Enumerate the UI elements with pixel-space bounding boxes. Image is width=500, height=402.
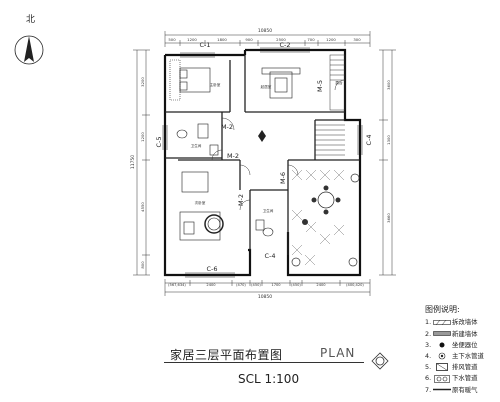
right-seg-3: 3660 xyxy=(386,213,391,223)
right-dimensions xyxy=(379,49,396,276)
window-label-c4-right: C-4 xyxy=(365,134,373,145)
hatch-wall-icon xyxy=(432,318,452,327)
legend-item: 3. 坐便器位 xyxy=(425,340,478,349)
top-seg-1: 500 xyxy=(168,37,176,42)
top-seg-2: 1200 xyxy=(187,37,197,42)
window-label-c2: C-2 xyxy=(279,41,290,49)
legend-item: 1. 拆改墙体 xyxy=(425,318,478,327)
window-marks xyxy=(162,47,363,278)
legend-item: 5. 排风管道 xyxy=(425,363,478,372)
living-room-furniture xyxy=(261,67,301,99)
drawing-scale: SCL 1:100 xyxy=(238,372,300,386)
legend-item: 6. 下水管道 xyxy=(425,374,478,383)
bottom-seg-7: 2400 xyxy=(316,283,326,287)
toilet-dot-icon xyxy=(432,340,452,349)
bottom-seg-8: (400,420) xyxy=(346,283,364,287)
bottom-dimensions xyxy=(164,279,371,296)
door-label-m2-c: M-2 xyxy=(237,194,245,206)
right-seg-1: 3600 xyxy=(386,80,391,90)
title-block: 家居三层平面布置图 PLAN SCL 1:100 xyxy=(150,343,385,393)
master-bedroom-furniture xyxy=(169,59,211,101)
exhaust-duct-icon xyxy=(432,363,452,372)
window-label-c6: C-6 xyxy=(206,265,217,273)
door-swings xyxy=(211,79,346,211)
bottom-seg-3: (470) xyxy=(236,283,246,287)
exterior-walls xyxy=(163,48,362,277)
room-second-bedroom: 次卧室 xyxy=(195,200,206,205)
interior-walls xyxy=(165,55,360,255)
left-seg-1: 3200 xyxy=(140,77,145,87)
left-total-dimension: 11750 xyxy=(130,155,136,169)
left-dimensions xyxy=(133,49,150,276)
top-dimensions xyxy=(164,31,371,47)
drawing-title: 家居三层平面布置图 xyxy=(170,348,283,362)
center-column-icon xyxy=(258,130,266,142)
balcony-top-right xyxy=(329,54,346,111)
left-seg-3: 4550 xyxy=(140,202,145,212)
door-label-m5: M-5 xyxy=(316,80,324,92)
window-label-c1: C-1 xyxy=(199,41,210,49)
drain-pipe-icon xyxy=(432,352,452,361)
top-total-dimension: 10850 xyxy=(258,28,272,34)
door-label-m2-a: M-2 xyxy=(221,123,233,131)
bathroom-1-fixtures xyxy=(176,123,219,156)
bottom-total-dimension: 10850 xyxy=(258,294,272,300)
terrace-furniture xyxy=(291,173,360,267)
legend-item: 4. 主下水管道 xyxy=(425,351,484,361)
bathroom-2-fixtures xyxy=(255,219,274,237)
door-label-m6: M-6 xyxy=(279,172,287,184)
left-seg-2: 1200 xyxy=(140,132,145,142)
bottom-seg-5: 1700 xyxy=(271,283,281,287)
left-segment-labels: 3200 1200 4550 800 xyxy=(140,77,145,269)
bottom-seg-4: (450) xyxy=(251,283,261,287)
top-seg-7: 1200 xyxy=(326,37,336,42)
bottom-seg-6: (450) xyxy=(291,283,301,287)
title-end-symbol xyxy=(371,352,389,370)
bottom-seg-2: 2400 xyxy=(206,283,216,287)
right-segment-labels: 3600 1300 3660 xyxy=(386,80,391,223)
window-label-c4-bottom: C-4 xyxy=(264,252,275,260)
right-seg-2: 1300 xyxy=(386,135,391,145)
top-seg-4: 900 xyxy=(245,37,253,42)
second-bedroom-furniture xyxy=(179,171,224,241)
room-bathroom-2: 卫生间 xyxy=(263,208,274,213)
north-arrow-icon xyxy=(14,35,44,65)
bottom-seg-1: (567,634) xyxy=(168,283,186,287)
legend: 图例说明: 1. 拆改墙体 2. 新建墙体 3. 坐便器位 4. 主下水管道 5… xyxy=(425,306,499,395)
room-master-bedroom: 主卧室 xyxy=(210,82,221,87)
stairs xyxy=(315,124,345,156)
legend-item: 7. 原有暖气 xyxy=(425,385,478,394)
north-label: 北 xyxy=(26,15,36,25)
room-bathroom-1: 卫生间 xyxy=(191,143,202,148)
top-seg-3: 1800 xyxy=(217,37,227,42)
window-label-c5: C-5 xyxy=(155,136,163,147)
legend-title: 图例说明: xyxy=(425,305,460,314)
terrace-floor-pattern xyxy=(291,169,345,266)
top-seg-8: 300 xyxy=(353,37,361,42)
sewer-pipe-icon xyxy=(432,374,452,383)
room-terrace: 露台 xyxy=(335,80,343,85)
new-wall-icon xyxy=(432,329,452,338)
title-underline xyxy=(164,362,364,363)
door-label-m2-b: M-2 xyxy=(227,152,239,160)
legend-item: 2. 新建墙体 xyxy=(425,329,478,338)
bottom-segment-labels: (567,634) 2400 (470) (450) 1700 (450) 24… xyxy=(168,283,364,287)
top-seg-6: 700 xyxy=(307,37,315,42)
left-seg-4: 800 xyxy=(140,261,145,269)
top-segment-labels: 500 1200 1800 900 2500 700 1200 300 xyxy=(168,37,361,42)
top-seg-5: 2500 xyxy=(276,37,286,42)
room-living: 起居室 xyxy=(261,84,272,89)
drawing-title-en: PLAN xyxy=(320,346,356,360)
radiator-icon xyxy=(432,385,452,394)
